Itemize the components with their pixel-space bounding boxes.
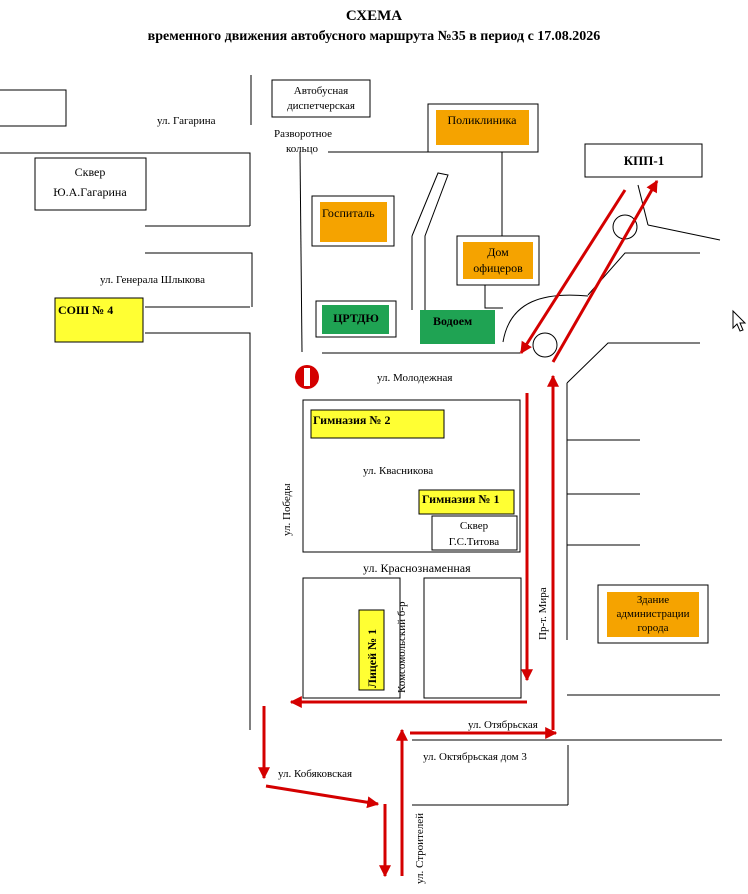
route-arrows — [258, 179, 659, 878]
building-gymnasium2: Гимназия № 2 — [310, 409, 445, 439]
bus-dispatch-label-line2: диспетчерская — [287, 100, 355, 112]
school4-label: СОШ № 4 — [58, 303, 113, 317]
road-outlines — [0, 75, 722, 806]
building-school4: СОШ № 4 — [54, 297, 144, 343]
mouse-cursor-icon — [732, 309, 747, 332]
officers-line1: Дом — [487, 245, 509, 259]
route-arrow-kobyak-east — [265, 784, 380, 809]
building-hospital: Госпиталь — [311, 195, 395, 247]
square-gagarin-line2: Ю.А.Гагарина — [53, 185, 127, 199]
street-stroiteley: ул. Строителей — [414, 813, 426, 884]
officers-line2: офицеров — [473, 261, 523, 275]
map-title: СХЕМА — [345, 8, 403, 24]
admin-line1: Здание — [637, 594, 669, 606]
building-square-gagarin: Сквер Ю.А.Гагарина — [34, 157, 147, 211]
route-arrow-kpp-in — [519, 189, 627, 355]
hospital-label: Госпиталь — [322, 206, 375, 220]
building-crtdyu: ЦРТДЮ — [315, 300, 397, 338]
street-mira: Пр-т. Мира — [537, 587, 549, 640]
street-otyabrskaya: ул. Отябрьская — [468, 719, 538, 731]
street-labels: ул. Гагарина ул. Генерала Шлыкова ул. Мо… — [100, 115, 549, 884]
street-komsomolsky: Комсомольский б-р — [396, 601, 408, 693]
street-shlykova: ул. Генерала Шлыкова — [100, 274, 205, 286]
building-administration: Здание администрации города — [607, 592, 699, 637]
turnaround-line2: кольцо — [286, 143, 319, 155]
turnaround-line1: Разворотное — [274, 128, 332, 140]
route-arrow-kpp-out — [551, 179, 659, 363]
street-kvasnikova: ул. Квасникова — [363, 465, 433, 477]
reservoir-label: Водоем — [433, 314, 472, 328]
polyclinic-label: Поликлиника — [448, 113, 518, 127]
admin-line2: администрации — [617, 608, 690, 620]
gymnasium2-label: Гимназия № 2 — [313, 413, 390, 427]
no-entry-sign-icon — [295, 365, 319, 389]
building-lyceum1: Лицей № 1 — [358, 609, 385, 691]
map-subtitle: временного движения автобусного маршрута… — [147, 29, 601, 44]
street-pobedy: ул. Победы — [281, 483, 293, 536]
label-turnaround: Разворотное кольцо — [274, 128, 332, 155]
building-reservoir: Водоем — [420, 310, 495, 344]
building-officers-house: Дом офицеров — [456, 235, 540, 286]
kpp1-label: КПП-1 — [624, 153, 664, 168]
lyceum1-label: Лицей № 1 — [365, 629, 379, 688]
building-polyclinic: Поликлиника — [427, 103, 539, 153]
street-kobyakovskaya: ул. Кобяковская — [278, 768, 352, 780]
admin-line3: города — [638, 622, 669, 634]
street-gagarina: ул. Гагарина — [157, 115, 216, 127]
street-krasnoznamennaya: ул. Краснознаменная — [363, 561, 471, 575]
street-molodezhnaya: ул. Молодежная — [377, 372, 452, 384]
street-oktyabrskaya3: ул. Октябрьская дом 3 — [423, 751, 527, 763]
building-kpp1: КПП-1 — [584, 143, 703, 178]
square-titov-line2: Г.С.Титова — [449, 536, 499, 548]
crtdyu-label: ЦРТДЮ — [333, 311, 379, 325]
square-titov-line1: Сквер — [460, 520, 489, 532]
building-bus-dispatch: Автобусная диспетчерская — [287, 85, 355, 112]
building-square-titov: Сквер Г.С.Титова — [431, 515, 518, 551]
square-gagarin-line1: Сквер — [75, 165, 106, 179]
bus-dispatch-label-line1: Автобусная — [294, 85, 348, 97]
gymnasium1-label: Гимназия № 1 — [422, 492, 499, 506]
building-gymnasium1: Гимназия № 1 — [418, 489, 515, 515]
